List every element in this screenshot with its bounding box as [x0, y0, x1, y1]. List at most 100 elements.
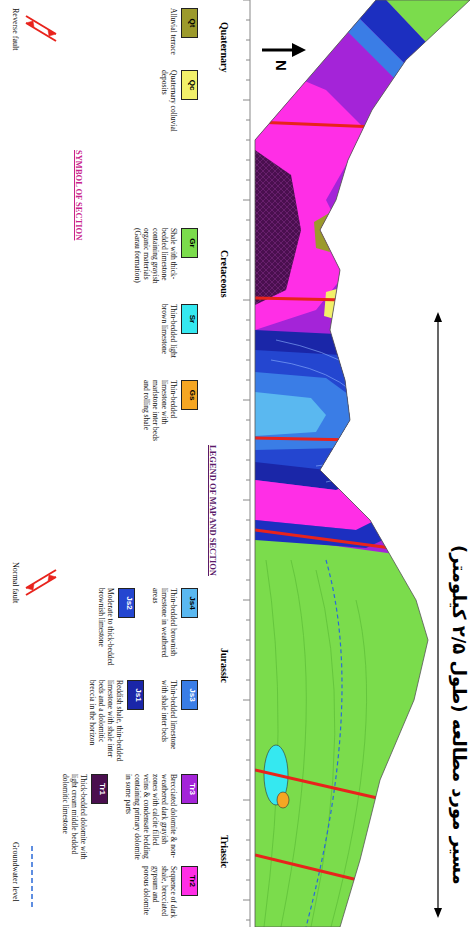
- ruler-tick: [246, 460, 250, 461]
- ruler-tick: [246, 80, 250, 81]
- unit-description: Thin-bedded limestone with marlstone int…: [142, 380, 178, 446]
- era-heading: Quaternary: [219, 22, 230, 73]
- era-heading: Triassic: [219, 835, 230, 868]
- north-arrow: [262, 43, 306, 57]
- ruler-tick: [243, 400, 250, 401]
- unit-legend-item: Tr3Brecciated dolomite & non-weathered d…: [124, 774, 204, 860]
- ruler-tick: [243, 700, 250, 701]
- ruler-tick: [246, 60, 250, 61]
- unit-swatch: Gr: [181, 228, 198, 258]
- ruler-tick: [246, 540, 250, 541]
- ruler-tick: [246, 860, 250, 861]
- ruler-tick: [246, 160, 250, 161]
- ruler-tick: [246, 220, 250, 221]
- ruler-tick: [246, 120, 250, 121]
- ruler-tick: [246, 880, 250, 881]
- normal-fault-symbol: [26, 570, 56, 595]
- geology-units: [255, 0, 476, 927]
- ruler-tick: [246, 440, 250, 441]
- unit-legend-item: Js4Thin-bedded brownish limestone in wea…: [151, 588, 204, 672]
- era-heading: Cretaceous: [219, 250, 230, 298]
- ruler-tick: [246, 920, 250, 921]
- ruler-tick: [243, 200, 250, 201]
- unit-swatch: Tr1: [91, 774, 108, 804]
- ruler-tick: [246, 680, 250, 681]
- ruler-tick: [246, 560, 250, 561]
- ruler-tick: [246, 40, 250, 41]
- ruler-tick: [246, 420, 250, 421]
- ruler-tick: [246, 280, 250, 281]
- ruler-tick: [246, 780, 250, 781]
- unit-description: Reddish shale, thin-bedded limestone wit…: [88, 680, 124, 764]
- unit-legend-item: GsThin-bedded limestone with marlstone i…: [142, 380, 204, 446]
- route-title: مسیر مورد مطالعه (طول ۲/۵ کیلومتر): [449, 545, 470, 885]
- ruler-tick: [246, 320, 250, 321]
- ruler-tick: [246, 840, 250, 841]
- unit-legend-item: Js1Reddish shale, thin-bedded limestone …: [88, 680, 150, 764]
- unit-legend-item: Js3Thin-bedded limestone with shale inte…: [160, 680, 204, 764]
- ruler-tick: [243, 0, 250, 1]
- ruler-tick: [246, 360, 250, 361]
- ruler-tick: [246, 720, 250, 721]
- unit-swatch: Js1: [127, 680, 144, 710]
- unit-swatch: Js2: [118, 588, 135, 618]
- ruler-tick: [243, 600, 250, 601]
- unit-description: Thin-bedded light brown limestone: [160, 304, 178, 374]
- unit-swatch: Js4: [181, 588, 198, 618]
- unit-legend-item: Tr2Sequence of dark shale, brecciated gy…: [142, 866, 204, 922]
- legend-text: Groundwater level: [11, 842, 20, 902]
- unit-description: Thin-bedded brownish limestone in weathe…: [151, 588, 178, 672]
- ruler-tick: [246, 640, 250, 641]
- unit-description: Thin-bedded limestone with shale inter b…: [160, 680, 178, 764]
- ruler-tick: [246, 260, 250, 261]
- ruler-tick: [243, 800, 250, 801]
- groundwater-symbol: [31, 846, 33, 910]
- unit-description: Quaternary colluvial deposits: [160, 70, 178, 132]
- unit-swatch: Tr2: [181, 866, 198, 896]
- ruler-tick: [243, 100, 250, 101]
- era-heading: Jurassic: [219, 648, 230, 683]
- unit-description: Sequence of dark shale, brecciated gypsu…: [142, 866, 178, 922]
- unit-legend-item: GrShale with thick-bedded limestone cont…: [133, 228, 204, 298]
- ruler-tick: [243, 500, 250, 501]
- unit-swatch: Sr: [181, 304, 198, 334]
- unit-swatch: Gs: [181, 380, 198, 410]
- unit-legend-item: QtAlluvial terrace: [169, 8, 204, 64]
- unit-description: Shale with thick-bedded limestone contai…: [133, 228, 178, 298]
- extent-arrow: [434, 312, 442, 918]
- ruler-tick: [246, 480, 250, 481]
- north-label: N: [273, 60, 290, 71]
- legend-title: LEGEND OF MAP AND SECTION: [208, 445, 218, 576]
- unit-swatch: Qc: [181, 70, 198, 100]
- reverse-fault-symbol: [26, 16, 56, 41]
- unit-legend-item: SrThin-bedded light brown limestone: [160, 304, 204, 374]
- ruler-tick: [246, 620, 250, 621]
- ruler-tick: [243, 300, 250, 301]
- ruler-tick: [246, 520, 250, 521]
- ruler-tick: [246, 20, 250, 21]
- unit-description: Brecciated dolomite & non-weathered dark…: [124, 774, 178, 860]
- unit-legend-item: Tr1Thick-bedded dolomite with light crea…: [61, 774, 114, 860]
- unit-swatch: Js3: [181, 680, 198, 710]
- unit-description: Thick-bedded dolomite with light cream m…: [61, 774, 88, 860]
- ruler-tick: [246, 760, 250, 761]
- ruler-tick: [243, 900, 250, 901]
- scale-ruler: [243, 0, 250, 927]
- ruler-tick: [246, 180, 250, 181]
- unit-legend-item: QcQuaternary colluvial deposits: [160, 70, 204, 132]
- ruler-tick: [246, 240, 250, 241]
- legend-text: Reverse fault: [11, 8, 20, 50]
- section-outline: [255, 0, 470, 927]
- ruler-tick: [246, 140, 250, 141]
- ruler-tick: [246, 580, 250, 581]
- unit-description: Alluvial terrace: [169, 8, 178, 64]
- legend-text: Normal fault: [11, 562, 20, 603]
- ruler-tick: [246, 380, 250, 381]
- unit-description: Moderate to thick-bedded brownish limest…: [97, 588, 115, 672]
- ruler-tick: [246, 820, 250, 821]
- ruler-tick: [246, 340, 250, 341]
- ruler-tick: [246, 740, 250, 741]
- ruler-tick: [246, 660, 250, 661]
- unit-swatch: Tr3: [181, 774, 198, 804]
